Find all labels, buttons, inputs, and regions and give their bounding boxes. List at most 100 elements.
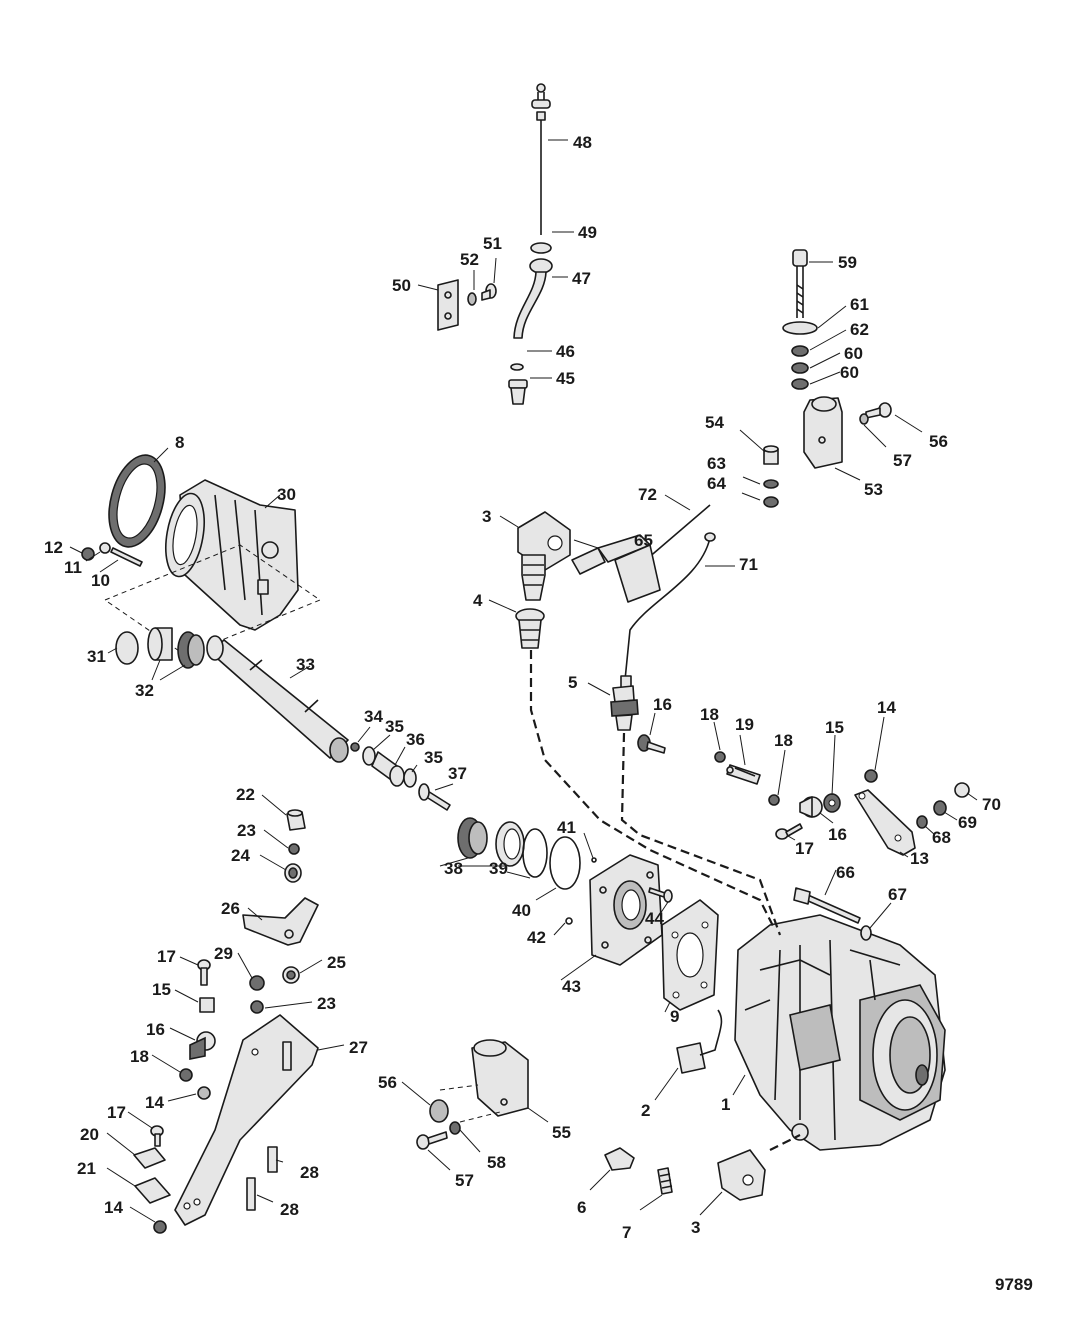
callout-58: 58	[487, 1153, 506, 1172]
callout-71: 71	[739, 555, 758, 574]
callout-labels: 48 49 47 51 52 50 46 45 59 61 62 60 60 5…	[44, 133, 1001, 1242]
oring-46	[510, 363, 524, 371]
dipstick-tube-47	[513, 258, 553, 339]
callout-36: 36	[406, 730, 425, 749]
callout-45: 45	[556, 369, 575, 388]
callout-56b: 56	[378, 1073, 397, 1092]
callout-24: 24	[231, 846, 250, 865]
screw-51	[481, 283, 497, 301]
callout-50: 50	[392, 276, 411, 295]
callout-29: 29	[214, 944, 233, 963]
shim-39	[522, 828, 548, 878]
callout-37: 37	[448, 764, 467, 783]
callout-44: 44	[645, 909, 664, 928]
washer-68	[916, 815, 928, 829]
nut-18b	[768, 794, 780, 806]
callout-30: 30	[277, 485, 296, 504]
housing-30	[165, 479, 299, 631]
callout-16c: 16	[146, 1020, 165, 1039]
callout-17c: 17	[107, 1103, 126, 1122]
callout-57b: 57	[455, 1171, 474, 1190]
callout-72: 72	[638, 485, 657, 504]
callout-65: 65	[634, 531, 653, 550]
washer-52	[467, 292, 477, 306]
ball-joint-16	[799, 796, 823, 818]
callout-70: 70	[982, 795, 1001, 814]
callout-53: 53	[864, 480, 883, 499]
nut-14-top	[864, 769, 878, 783]
callout-21: 21	[77, 1159, 96, 1178]
callout-67: 67	[888, 885, 907, 904]
callout-3a: 3	[482, 507, 491, 526]
washer-61	[782, 321, 818, 335]
callout-16a: 16	[653, 695, 672, 714]
callout-28a: 28	[300, 1163, 319, 1182]
callout-16b: 16	[828, 825, 847, 844]
nut-29	[249, 975, 265, 991]
bearing-32	[177, 631, 205, 669]
nut-70	[954, 782, 970, 798]
nut-64	[763, 496, 779, 508]
oring-40	[549, 836, 581, 890]
callout-40: 40	[512, 901, 531, 920]
shift-lever-13	[854, 789, 916, 856]
bearing-race-32	[147, 627, 173, 661]
callout-60b: 60	[840, 363, 859, 382]
wire-route-b	[620, 732, 782, 936]
screw-17-mid	[197, 959, 211, 986]
stud-28a	[267, 1041, 292, 1173]
callout-12: 12	[44, 538, 63, 557]
callout-3b: 3	[691, 1218, 700, 1237]
callout-4: 4	[473, 591, 483, 610]
callout-56a: 56	[929, 432, 948, 451]
callout-10: 10	[91, 571, 110, 590]
callout-48: 48	[573, 133, 592, 152]
nut-24	[284, 863, 302, 883]
callout-46: 46	[556, 342, 575, 361]
bearing-38	[457, 817, 488, 859]
callout-14b: 14	[145, 1093, 164, 1112]
callout-57a: 57	[893, 451, 912, 470]
nut-14-mid	[197, 1086, 211, 1100]
spacer-56	[429, 1099, 449, 1123]
link-rod-19	[726, 764, 761, 785]
callout-61: 61	[850, 295, 869, 314]
callout-47: 47	[572, 269, 591, 288]
gasket-9	[661, 899, 719, 1011]
callout-9: 9	[670, 1007, 679, 1026]
callout-18a: 18	[700, 705, 719, 724]
callout-31: 31	[87, 647, 106, 666]
callout-5: 5	[568, 673, 577, 692]
clamp-21	[134, 1177, 171, 1204]
callout-59: 59	[838, 253, 857, 272]
callout-13: 13	[910, 849, 929, 868]
callout-33: 33	[296, 655, 315, 674]
callout-2: 2	[641, 1101, 650, 1120]
washer-67	[860, 925, 872, 941]
callout-54: 54	[705, 413, 724, 432]
nut-12	[81, 547, 95, 561]
washer-23-top	[288, 843, 300, 855]
washer-63	[763, 479, 779, 489]
pin-42	[565, 917, 573, 925]
dipstick-48	[531, 83, 551, 235]
callout-55: 55	[552, 1123, 571, 1142]
race-38	[495, 821, 525, 867]
callout-6: 6	[577, 1198, 586, 1217]
callout-25: 25	[327, 953, 346, 972]
callout-43: 43	[562, 977, 581, 996]
bracket-26	[242, 897, 319, 946]
output-shaft-33	[206, 635, 349, 763]
fitting-65	[571, 534, 661, 603]
screw-17-top	[775, 823, 803, 840]
oring-49	[530, 242, 552, 254]
callout-11: 11	[64, 558, 82, 577]
washer-62	[791, 345, 809, 357]
adapter-plate-43	[589, 854, 663, 966]
washer-69	[933, 800, 947, 816]
callout-64: 64	[707, 474, 726, 493]
callout-26: 26	[221, 899, 240, 918]
callout-68: 68	[932, 828, 951, 847]
callout-28b: 28	[280, 1200, 299, 1219]
